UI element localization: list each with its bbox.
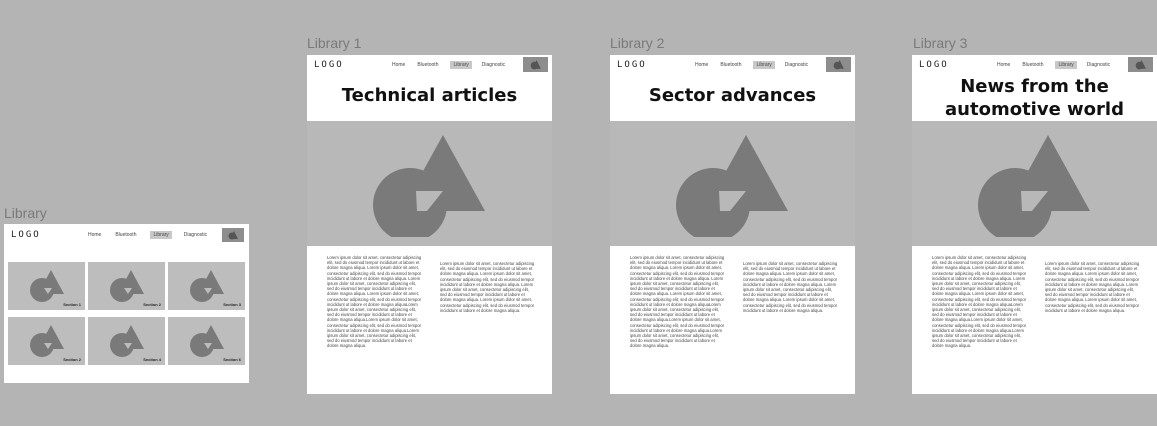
nav-links: Home Bluetooth Library Diagnostic: [392, 61, 505, 69]
hero-image: [307, 121, 552, 246]
section-label: Section 3: [223, 302, 241, 307]
nav-links: Home Bluetooth Library Diagnostic: [695, 61, 808, 69]
library-3-frame: LOGO Home Bluetooth Library Diagnostic N…: [912, 55, 1157, 394]
library-1-frame: LOGO Home Bluetooth Library Diagnostic T…: [307, 55, 552, 394]
shapes-icon: [110, 270, 144, 302]
nav-link-home[interactable]: Home: [88, 232, 102, 238]
library-overview-frame: LOGO Home Bluetooth Library Diagnostic S…: [4, 224, 249, 383]
cart-button[interactable]: [222, 228, 244, 242]
nav-link-library[interactable]: Library: [1055, 61, 1077, 69]
nav-link-library[interactable]: Library: [753, 61, 775, 69]
article-text-col-1: Lorem ipsum dolor sit amet, consectetur …: [327, 255, 422, 349]
nav-link-bluetooth[interactable]: Bluetooth: [1022, 62, 1044, 68]
frame-label-library-1: Library 1: [307, 35, 362, 51]
hero-image: [912, 121, 1157, 246]
frame-label-library: Library: [4, 205, 47, 221]
article-text-col-2: Lorem ipsum dolor sit amet, consectetur …: [440, 261, 535, 313]
article-text-col-1: Lorem ipsum dolor sit amet, consectetur …: [630, 255, 725, 349]
nav-bar: LOGO Home Bluetooth Library Diagnostic: [912, 55, 1157, 75]
logo[interactable]: LOGO: [617, 60, 647, 70]
nav-link-home[interactable]: Home: [695, 62, 709, 68]
shapes-icon: [190, 270, 224, 302]
nav-link-bluetooth[interactable]: Bluetooth: [417, 62, 439, 68]
section-tile-1[interactable]: Section 1: [8, 262, 85, 310]
nav-links: Home Bluetooth Library Diagnostic: [88, 231, 207, 239]
cart-icon: [530, 59, 541, 69]
nav-bar: LOGO Home Bluetooth Library Diagnostic: [307, 55, 552, 75]
cart-icon: [1135, 59, 1146, 69]
cart-button[interactable]: [523, 57, 548, 72]
nav-link-home[interactable]: Home: [392, 62, 406, 68]
section-tile-6[interactable]: Section 6: [168, 317, 245, 365]
shapes-icon: [30, 325, 64, 357]
article-text-col-2: Lorem ipsum dolor sit amet, consectetur …: [1045, 261, 1140, 313]
frame-label-library-3: Library 3: [913, 35, 968, 51]
page-title: News from the automotive world: [945, 76, 1124, 120]
nav-bar: LOGO Home Bluetooth Library Diagnostic: [610, 55, 855, 75]
cart-button[interactable]: [1128, 57, 1153, 72]
nav-link-diagnostic[interactable]: Diagnostic: [1086, 62, 1111, 68]
article-text-col-2: Lorem ipsum dolor sit amet, consectetur …: [743, 261, 838, 313]
hero-image: [610, 121, 855, 246]
nav-links: Home Bluetooth Library Diagnostic: [997, 61, 1110, 69]
shapes-icon: [978, 135, 1090, 237]
cart-button[interactable]: [826, 57, 851, 72]
section-tile-2[interactable]: Section 2: [88, 262, 165, 310]
library-2-frame: LOGO Home Bluetooth Library Diagnostic S…: [610, 55, 855, 394]
section-label: Section 6: [223, 357, 241, 362]
section-label: Section 4: [143, 357, 161, 362]
nav-link-diagnostic[interactable]: Diagnostic: [784, 62, 809, 68]
nav-link-diagnostic[interactable]: Diagnostic: [183, 232, 208, 238]
section-label: Section 2: [143, 302, 161, 307]
frame-label-library-2: Library 2: [610, 35, 665, 51]
nav-link-home[interactable]: Home: [997, 62, 1011, 68]
section-tile-3[interactable]: Section 3: [168, 262, 245, 310]
shapes-icon: [676, 135, 788, 237]
shapes-icon: [110, 325, 144, 357]
logo[interactable]: LOGO: [919, 60, 949, 70]
section-tile-5[interactable]: Section 4: [88, 317, 165, 365]
nav-bar: LOGO Home Bluetooth Library Diagnostic: [4, 224, 249, 246]
nav-link-bluetooth[interactable]: Bluetooth: [720, 62, 742, 68]
shapes-icon: [373, 135, 485, 237]
section-tile-4[interactable]: Section 2: [8, 317, 85, 365]
article-text-col-1: Lorem ipsum dolor sit amet, consectetur …: [932, 255, 1027, 349]
section-label: Section 1: [63, 302, 81, 307]
shapes-icon: [30, 270, 64, 302]
logo[interactable]: LOGO: [11, 230, 41, 240]
shapes-icon: [190, 325, 224, 357]
nav-link-library[interactable]: Library: [450, 61, 472, 69]
nav-link-diagnostic[interactable]: Diagnostic: [481, 62, 506, 68]
page-title: Sector advances: [648, 85, 817, 106]
nav-link-bluetooth[interactable]: Bluetooth: [115, 232, 137, 238]
cart-icon: [228, 230, 238, 239]
logo[interactable]: LOGO: [314, 60, 344, 70]
section-label: Section 2: [63, 357, 81, 362]
nav-link-library[interactable]: Library: [150, 231, 172, 239]
page-title: Technical articles: [341, 85, 518, 106]
cart-icon: [833, 59, 844, 69]
